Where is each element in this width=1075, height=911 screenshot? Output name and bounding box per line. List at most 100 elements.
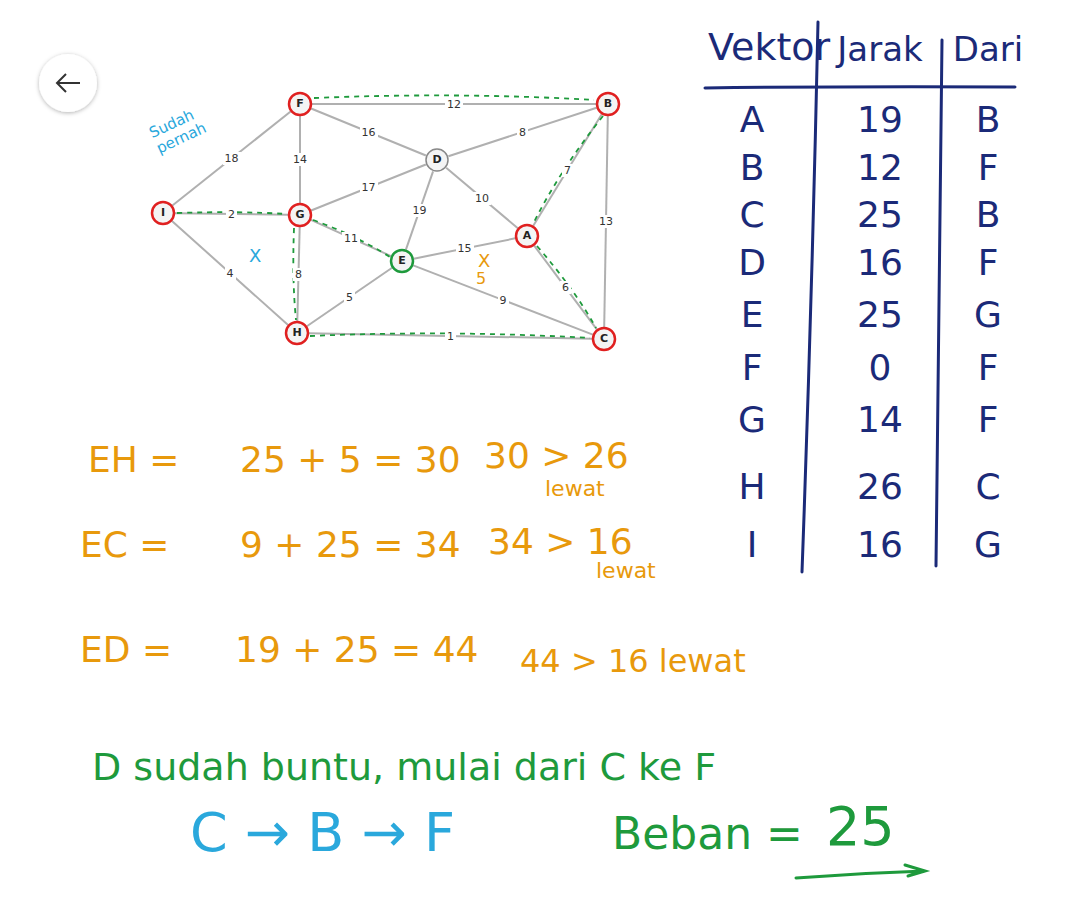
handwritten-note: D sudah buntu, mulai dari C ke F bbox=[92, 748, 716, 786]
graph-edge bbox=[448, 108, 596, 157]
graph-vertex: C bbox=[591, 326, 617, 352]
edge-weight: 5 bbox=[344, 291, 355, 304]
graph-vertex: A bbox=[514, 223, 540, 249]
table-cell: 25 bbox=[857, 297, 903, 333]
graph-edge bbox=[307, 268, 392, 326]
table-cell: B bbox=[976, 102, 1001, 138]
calculation: 19 + 25 = 44 bbox=[235, 632, 479, 668]
graph-edge bbox=[311, 164, 426, 210]
table-cell: 16 bbox=[857, 245, 903, 281]
edge-weight: 6 bbox=[560, 281, 571, 294]
graph-vertex: D bbox=[424, 147, 450, 173]
table-cell: F bbox=[742, 350, 763, 386]
edge-weight: 19 bbox=[411, 204, 429, 217]
cross-mark: X bbox=[477, 251, 491, 271]
edge-weight: 14 bbox=[291, 153, 309, 166]
table-cell: C bbox=[739, 197, 764, 233]
table-cell: B bbox=[976, 197, 1001, 233]
back-button bbox=[39, 54, 97, 112]
graph-edge bbox=[414, 238, 515, 258]
graph-vertex: F bbox=[287, 91, 313, 117]
comparison: 30 > 26 bbox=[484, 438, 629, 474]
calculation: EC = bbox=[80, 527, 170, 563]
graph-edge bbox=[172, 221, 288, 325]
underline bbox=[796, 865, 925, 878]
edge-weight: 17 bbox=[360, 181, 378, 194]
graph-vertex: B bbox=[595, 91, 621, 117]
graph-edge bbox=[534, 246, 597, 330]
table-cell: E bbox=[741, 297, 764, 333]
graph-vertex: I bbox=[150, 200, 176, 226]
table-header: Vektor bbox=[708, 28, 830, 66]
table-cell: A bbox=[740, 102, 765, 138]
handwritten-note: Sudah pernah bbox=[145, 97, 222, 159]
table-cell: G bbox=[738, 402, 766, 438]
edge-weight: 8 bbox=[517, 126, 528, 139]
edge-weight: 1 bbox=[445, 330, 456, 343]
vertex-letter: F bbox=[287, 91, 313, 117]
table-cell: 19 bbox=[857, 102, 903, 138]
vertex-letter: I bbox=[150, 200, 176, 226]
vertex-letter: B bbox=[595, 91, 621, 117]
comparison: 44 > 16 lewat bbox=[520, 645, 746, 677]
vertex-letter: H bbox=[284, 320, 310, 346]
calculation: ED = bbox=[80, 632, 172, 668]
edge-weight: 7 bbox=[562, 164, 573, 177]
graph-edge bbox=[533, 114, 601, 226]
table-cell: 14 bbox=[857, 402, 903, 438]
vertex-letter: C bbox=[591, 326, 617, 352]
edge-weight: 16 bbox=[360, 126, 378, 139]
edge-weight: 11 bbox=[342, 232, 360, 245]
table-cell: H bbox=[738, 469, 765, 505]
calculation: EH = bbox=[88, 442, 179, 478]
handwritten-note: lewat bbox=[545, 478, 605, 500]
table-cell: 25 bbox=[857, 197, 903, 233]
comparison: 34 > 16 bbox=[488, 524, 633, 560]
table-cell: G bbox=[974, 527, 1002, 563]
edge-weight: 13 bbox=[597, 215, 615, 228]
handwritten-note: 5 bbox=[475, 270, 487, 288]
graph-vertex: G bbox=[287, 202, 313, 228]
edge-weight: 4 bbox=[225, 267, 236, 280]
vertex-letter: D bbox=[424, 147, 450, 173]
edge-weight: 9 bbox=[498, 294, 509, 307]
edge-weight: 12 bbox=[445, 98, 463, 111]
table-cell: D bbox=[738, 245, 766, 281]
table-lines bbox=[705, 22, 1015, 572]
edge-weight: 18 bbox=[223, 152, 241, 165]
edge-weight: 8 bbox=[293, 268, 304, 281]
graph-edge bbox=[311, 220, 391, 256]
handwritten-note: Beban = bbox=[612, 812, 803, 856]
table-cell: 0 bbox=[869, 350, 892, 386]
table-cell: I bbox=[747, 527, 758, 563]
table-cell: F bbox=[978, 245, 999, 281]
result-value: 25 bbox=[826, 800, 895, 854]
table-cell: F bbox=[978, 150, 999, 186]
table-cell: C bbox=[975, 469, 1000, 505]
graph-edge bbox=[311, 109, 426, 156]
vertex-letter: G bbox=[287, 202, 313, 228]
graph-edge bbox=[446, 168, 518, 229]
table-cell: 26 bbox=[857, 469, 903, 505]
handwritten-note: lewat bbox=[596, 560, 656, 582]
route: C → B → F bbox=[190, 806, 455, 860]
table-cell: B bbox=[740, 150, 765, 186]
edge-weight: 15 bbox=[456, 242, 474, 255]
graph-edge bbox=[413, 265, 593, 334]
table-header: Jarak bbox=[837, 32, 922, 66]
graph-vertex: E bbox=[389, 248, 415, 274]
vertex-letter: E bbox=[389, 248, 415, 274]
edge-weight: 2 bbox=[226, 208, 237, 221]
table-cell: 16 bbox=[857, 527, 903, 563]
table-cell: G bbox=[974, 297, 1002, 333]
cross-mark: X bbox=[248, 246, 262, 266]
calculation: 25 + 5 = 30 bbox=[240, 442, 461, 478]
graph-vertex: H bbox=[284, 320, 310, 346]
calculation: 9 + 25 = 34 bbox=[240, 527, 461, 563]
table-cell: F bbox=[978, 350, 999, 386]
table-cell: F bbox=[978, 402, 999, 438]
table-header: Dari bbox=[953, 32, 1023, 66]
table-cell: 12 bbox=[857, 150, 903, 186]
graph-edge bbox=[406, 171, 433, 249]
